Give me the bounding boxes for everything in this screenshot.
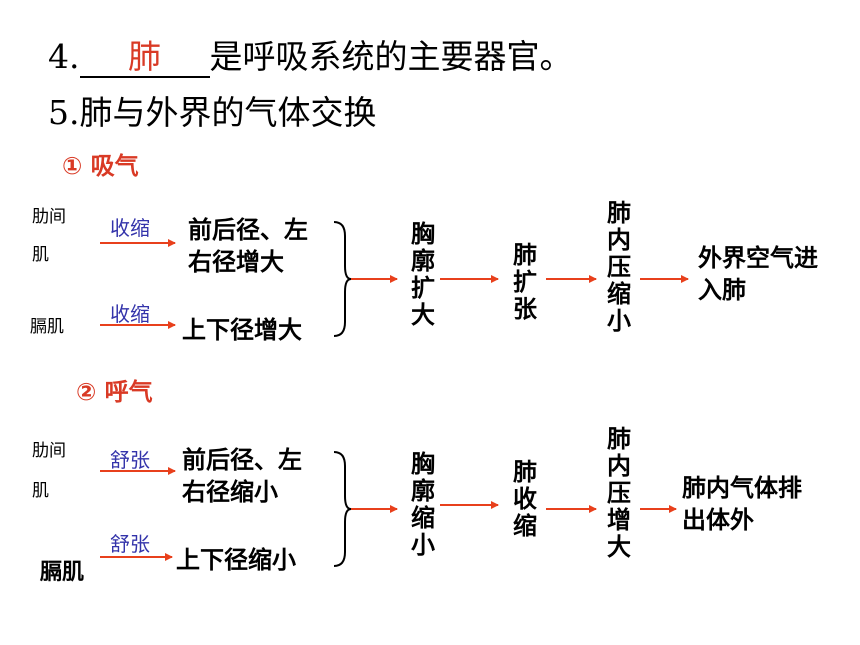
exhale-brace — [333, 451, 352, 567]
exhale-intercostal-label-b: 肌 — [32, 481, 49, 501]
exhale-diaphragm-label: 膈肌 — [40, 560, 85, 585]
exhale-effect-2: 上下径缩小 — [176, 546, 296, 574]
inhale-result-line1: 外界空气进 — [698, 244, 818, 272]
heading-4-number: 4. — [48, 37, 80, 76]
inhale-action-1: 收缩 — [110, 216, 150, 240]
answer-blank: 肺 — [79, 36, 210, 78]
heading-4-rest: 是呼吸系统的主要器官。 — [209, 37, 573, 76]
inhale-effect-1-line1: 前后径、左 — [188, 216, 308, 244]
inhale-action-2: 收缩 — [110, 302, 150, 326]
exhale-chest-text: 胸廓缩小 — [411, 450, 435, 559]
inhale-brace — [333, 221, 352, 337]
inhale-lung-text: 肺扩张 — [513, 241, 537, 323]
exhale-label: ② 呼气 — [76, 378, 153, 406]
exhale-effect-1-line2: 右径缩小 — [182, 478, 278, 506]
inhale-effect-1: 前后径、左 右径增大 — [188, 214, 308, 278]
exhale-effect-1-line1: 前后径、左 — [182, 446, 302, 474]
inhale-pressure-text: 肺内压缩小 — [607, 199, 631, 335]
answer-text: 肺 — [128, 37, 161, 76]
heading-5: 5.肺与外界的气体交换 — [48, 93, 377, 132]
exhale-effect-1: 前后径、左 右径缩小 — [182, 444, 302, 508]
inhale-chest-text: 胸廓扩大 — [411, 220, 435, 329]
inhale-label: ① 吸气 — [62, 152, 139, 180]
heading-4: 4. 肺 是呼吸系统的主要器官。 — [48, 30, 573, 78]
exhale-intercostal-label-a: 肋间 — [32, 441, 66, 461]
inhale-intercostal-label-b: 肌 — [32, 245, 49, 265]
inhale-intercostal-label-a: 肋间 — [32, 207, 66, 227]
exhale-result-line1: 肺内气体排 — [682, 474, 802, 502]
inhale-result: 外界空气进 入肺 — [698, 242, 818, 306]
exhale-result: 肺内气体排 出体外 — [682, 472, 802, 536]
inhale-diaphragm-label: 膈肌 — [30, 317, 64, 337]
inhale-result-line2: 入肺 — [698, 276, 746, 304]
inhale-effect-2: 上下径增大 — [182, 316, 302, 344]
exhale-action-1: 舒张 — [110, 448, 150, 472]
exhale-action-2: 舒张 — [110, 532, 150, 556]
exhale-result-line2: 出体外 — [682, 506, 754, 534]
inhale-effect-1-line2: 右径增大 — [188, 248, 284, 276]
exhale-pressure-text: 肺内压增大 — [607, 425, 631, 561]
exhale-lung-text: 肺收缩 — [513, 458, 537, 540]
